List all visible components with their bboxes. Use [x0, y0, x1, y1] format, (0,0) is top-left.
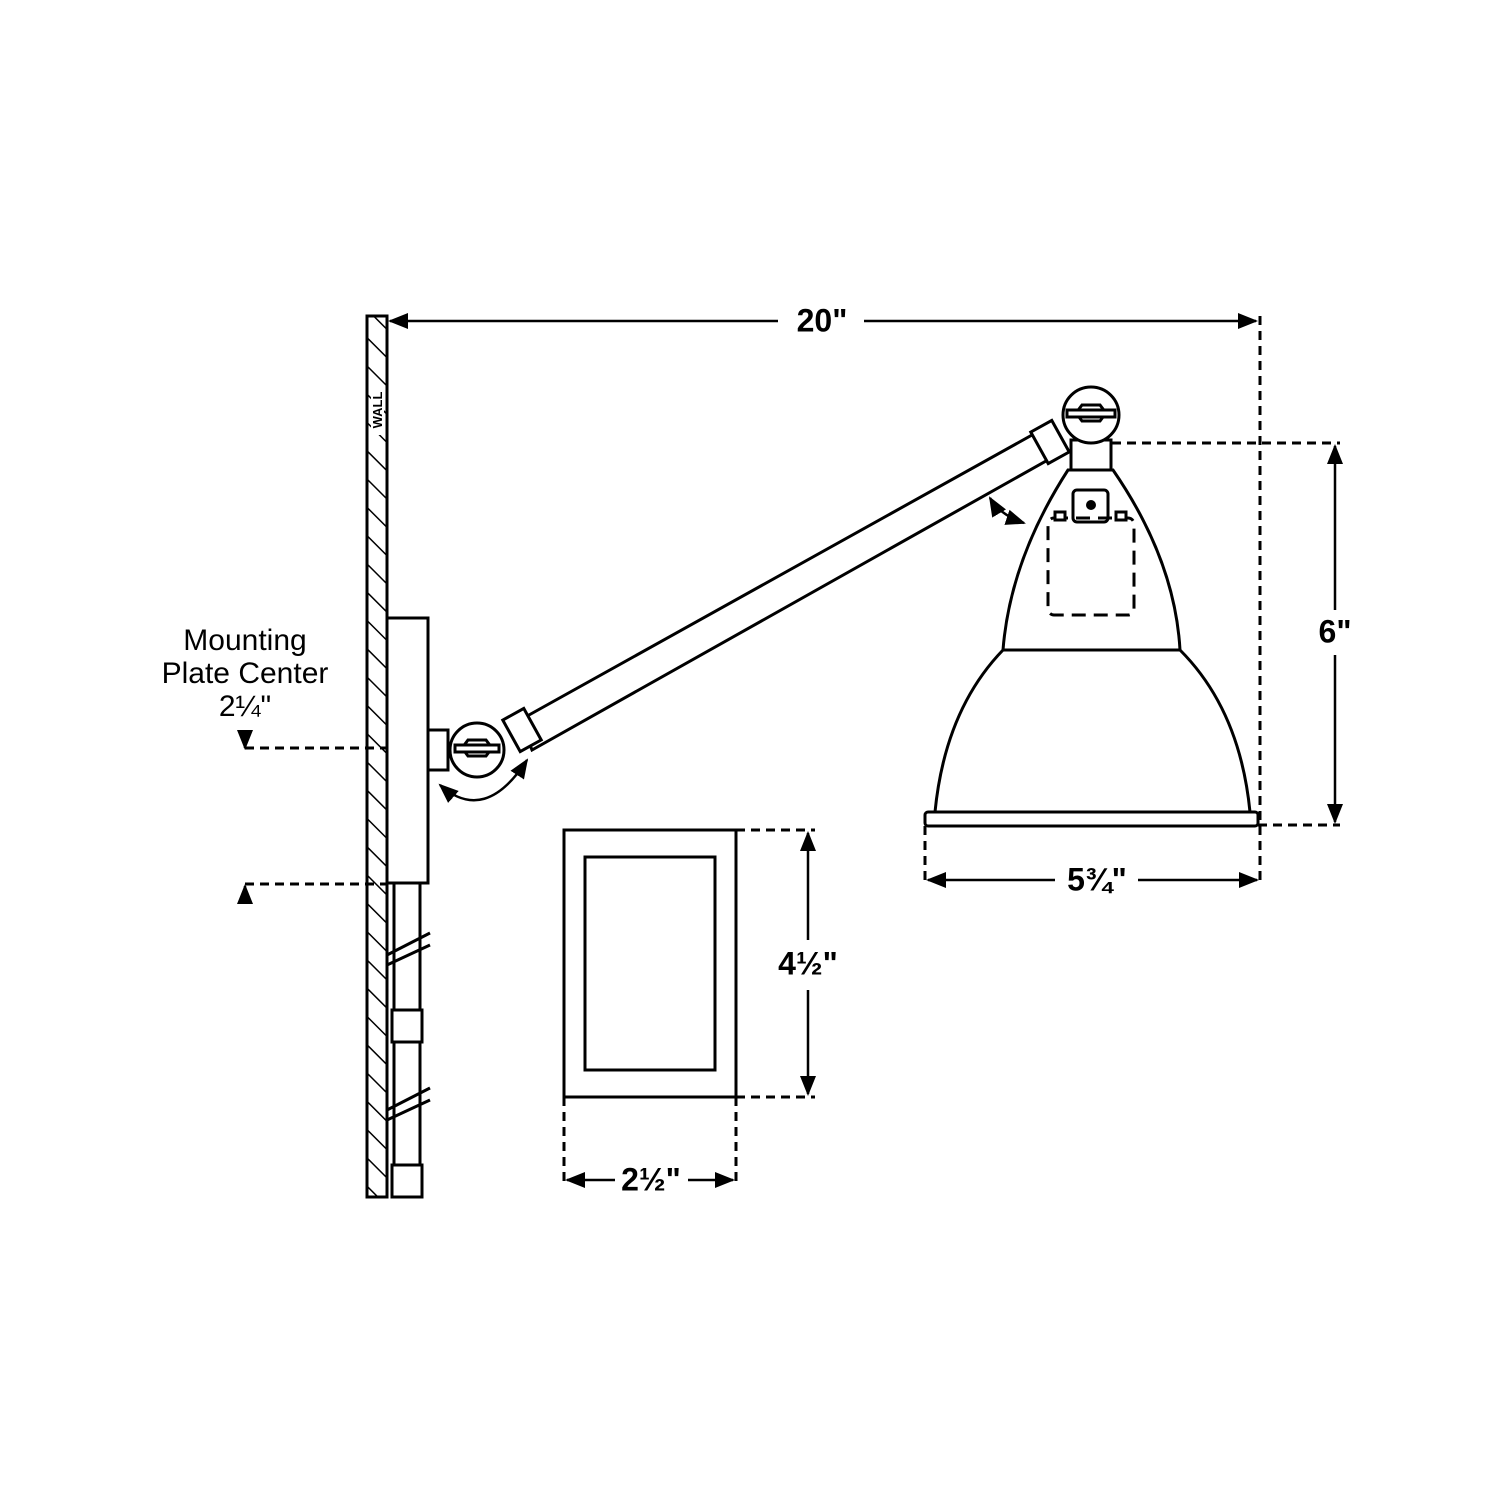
dimension-backplate-height: 4½" — [736, 828, 838, 1099]
backplate-width-label: 2½" — [621, 1161, 681, 1197]
shade-diameter-label: 5¾" — [1067, 861, 1127, 897]
upper-pivot-knob[interactable] — [988, 385, 1121, 525]
note-line-1: Mounting — [183, 624, 306, 657]
dimension-overall-extension: 20" — [388, 302, 1262, 885]
dimension-shade-diameter: 5¾" — [923, 826, 1259, 897]
shade-height-label: 6" — [1319, 613, 1352, 649]
mounting-plate — [385, 616, 430, 885]
cord-rods — [386, 883, 431, 1199]
note-line-2: Plate Center — [162, 657, 329, 690]
lamp-arm — [500, 418, 1072, 754]
dimension-shade-height: 6" — [1112, 441, 1352, 827]
overall-extension-label: 20" — [797, 302, 848, 338]
dimension-backplate-width: 2½" — [562, 1097, 738, 1197]
backplate-front-view — [562, 828, 738, 1099]
lower-pivot-knob[interactable] — [426, 721, 529, 803]
lamp-shade — [923, 468, 1260, 828]
wall-label: WALL — [370, 392, 385, 429]
mounting-plate-center-value: 2¼" — [219, 690, 271, 723]
mounting-plate-center-note: Mounting Plate Center 2¼" — [162, 624, 387, 904]
backplate-height-label: 4½" — [778, 945, 838, 981]
wall: WALL — [365, 314, 389, 1199]
